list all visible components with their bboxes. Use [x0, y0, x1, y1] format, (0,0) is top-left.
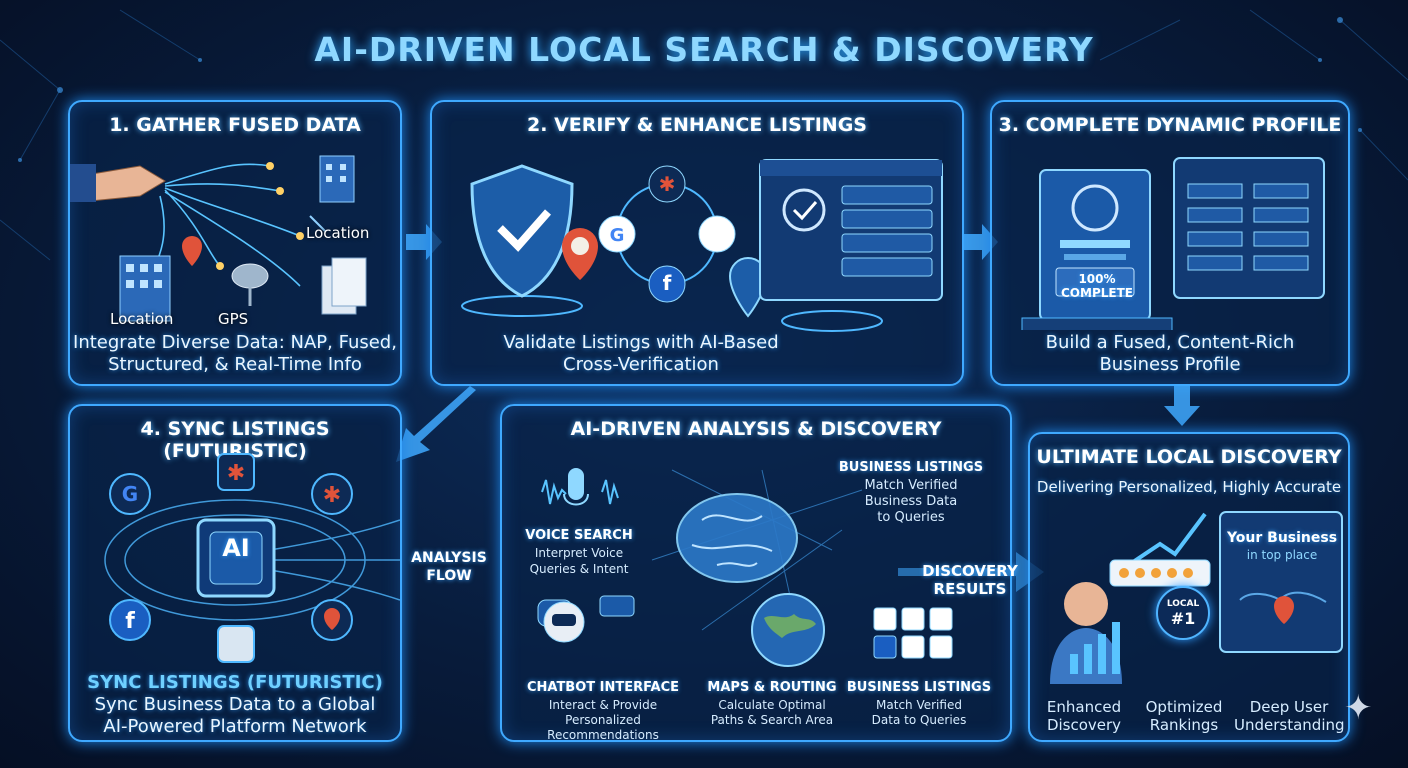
- listings-bottom-line1: Match Verified: [876, 698, 962, 712]
- listings-top-line1: Match Verified: [864, 478, 958, 493]
- maps-routing-line2: Paths & Search Area: [710, 713, 834, 727]
- panel-verify-listings: 2. VERIFY & ENHANCE LISTINGS f G ✱ Valid…: [430, 100, 964, 386]
- panel-title: ULTIMATE LOCAL DISCOVERY: [1036, 446, 1342, 468]
- benefit-2-line2: Rankings: [1149, 716, 1219, 734]
- voice-search-line2: Queries & Intent: [529, 562, 629, 576]
- svg-text:G: G: [610, 225, 625, 246]
- analysis-flow-line1: ANALYSIS: [411, 550, 487, 566]
- chatbot-line2: Personalized Recommendations: [547, 713, 659, 742]
- panel-title: 2. VERIFY & ENHANCE LISTINGS: [527, 114, 867, 136]
- panel-title: AI-DRIVEN ANALYSIS & DISCOVERY: [570, 418, 942, 440]
- panel-caption-line2: Structured, & Real-Time Info: [108, 354, 362, 375]
- maps-routing-line1: Calculate Optimal: [718, 698, 826, 712]
- panel-caption-line2: AI-Powered Platform Network: [103, 716, 367, 737]
- label-gps: GPS: [218, 310, 249, 328]
- discovery-illustration: [1050, 511, 1343, 684]
- panel-gather-data: 1. GATHER FUSED DATA Location Location G…: [68, 100, 402, 386]
- svg-text:✱: ✱: [227, 461, 245, 486]
- business-card-title: Your Business: [1226, 530, 1338, 546]
- svg-text:✱: ✱: [659, 172, 676, 196]
- sparkle-icon: ✦: [1344, 688, 1373, 728]
- benefit-1-line1: Enhanced: [1046, 698, 1122, 716]
- discovery-results-line1: DISCOVERY: [922, 562, 1018, 580]
- data-fusion-illustration: [70, 155, 367, 322]
- panel-title: 3. COMPLETE DYNAMIC PROFILE: [998, 114, 1342, 136]
- panel-caption-line1: Sync Business Data to a Global: [94, 694, 376, 715]
- ai-chip-label: AI: [222, 534, 250, 562]
- arrow-down-icon: [1164, 386, 1200, 426]
- panel-subtitle: Delivering Personalized, Highly Accurate: [1036, 478, 1342, 496]
- maps-routing-head: MAPS & ROUTING: [707, 680, 837, 695]
- benefit-3-line2: Understanding: [1234, 716, 1345, 734]
- panel-caption-head: SYNC LISTINGS (FUTURISTIC): [87, 672, 383, 693]
- local-badge-main: #1: [1170, 608, 1196, 628]
- panel-title: 4. SYNC LISTINGS (FUTURISTIC): [140, 418, 330, 462]
- analysis-flow-line2: FLOW: [426, 568, 472, 584]
- verify-illustration: f G ✱: [461, 159, 943, 332]
- local-badge-top: LOCAL: [1166, 598, 1200, 609]
- panel-caption-line2: Business Profile: [1099, 354, 1241, 375]
- benefit-3-line1: Deep User: [1249, 698, 1329, 716]
- analysis-illustration: [537, 468, 953, 667]
- business-card-sub: in top place: [1246, 548, 1318, 562]
- label-location-left: Location: [110, 310, 174, 328]
- panel-title: 1. GATHER FUSED DATA: [109, 114, 361, 136]
- local-rank-badge: LOCAL #1: [1156, 586, 1210, 640]
- svg-text:✱: ✱: [323, 483, 341, 508]
- benefit-2-line1: Optimized: [1145, 698, 1223, 716]
- arrow-right-icon: [962, 224, 998, 260]
- panel-caption-line2: Cross-Verification: [563, 354, 719, 375]
- arrow-back-down-icon: [396, 386, 476, 462]
- panel-caption-line1: Validate Listings with AI-Based: [503, 332, 779, 353]
- chatbot-head: CHATBOT INTERFACE: [526, 680, 680, 695]
- sync-network-illustration: G ✱ ✱ f: [104, 453, 400, 663]
- profile-illustration: [1021, 157, 1325, 330]
- panel-caption-line1: Build a Fused, Content-Rich: [1045, 332, 1295, 353]
- listings-bottom-head: BUSINESS LISTINGS: [846, 680, 992, 695]
- profile-complete: COMPLETE: [1061, 286, 1133, 300]
- svg-text:f: f: [125, 609, 135, 634]
- panel-dynamic-profile: 3. COMPLETE DYNAMIC PROFILE 100% COMPLET…: [990, 100, 1350, 386]
- page-title: AI-DRIVEN LOCAL SEARCH & DISCOVERY: [314, 30, 1094, 69]
- panel-ultimate-discovery: ULTIMATE LOCAL DISCOVERY Delivering Pers…: [1028, 432, 1350, 742]
- svg-text:G: G: [122, 482, 138, 506]
- panel-sync-listings: 4. SYNC LISTINGS (FUTURISTIC) G ✱ ✱ f AI…: [68, 404, 402, 742]
- listings-top-line2: Business Data: [864, 494, 958, 509]
- chatbot-line1: Interact & Provide: [548, 698, 658, 712]
- svg-text:f: f: [663, 271, 672, 295]
- voice-search-head: VOICE SEARCH: [525, 528, 633, 543]
- profile-percent: 100%: [1078, 272, 1116, 286]
- listings-top-line3: to Queries: [877, 510, 945, 525]
- listings-bottom-line2: Data to Queries: [871, 713, 967, 727]
- panel-caption-line1: Integrate Diverse Data: NAP, Fused,: [73, 332, 397, 353]
- benefit-1-line2: Discovery: [1046, 716, 1122, 734]
- listings-top-head: BUSINESS LISTINGS: [838, 460, 984, 475]
- label-location-right: Location: [306, 224, 370, 242]
- voice-search-line1: Interpret Voice: [534, 546, 624, 560]
- discovery-results-line2: RESULTS: [933, 580, 1007, 598]
- arrow-discovery-icon: [898, 552, 1044, 592]
